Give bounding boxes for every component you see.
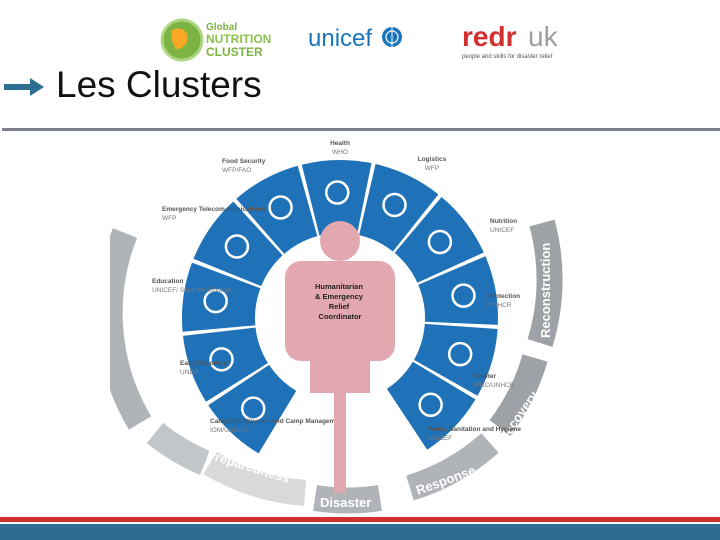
cluster-agency: IFRC/UNHCR bbox=[474, 382, 515, 389]
cluster-segment bbox=[386, 361, 476, 450]
tap-icon bbox=[418, 392, 443, 418]
baby-icon bbox=[427, 229, 453, 255]
cluster-agency: IOM/UNHCR bbox=[210, 427, 248, 434]
cluster-agency: UNHCR bbox=[488, 302, 512, 309]
svg-text:Humanitarian & Emergency: Humanitarian & Emergency Relief Coordina… bbox=[315, 282, 365, 321]
truck-plane-icon bbox=[382, 192, 407, 218]
gnc-line1: Global bbox=[206, 22, 237, 33]
cluster-agency: UNICEF bbox=[428, 435, 452, 442]
phase-reconstruction: Reconstruction bbox=[538, 243, 553, 338]
cluster-name: Food Security bbox=[222, 158, 266, 165]
redr-red-text: redr bbox=[462, 21, 517, 52]
tent-people-icon bbox=[240, 396, 266, 421]
global-nutrition-cluster-logo: Global NUTRITION CLUSTER bbox=[160, 18, 271, 62]
cluster-segment bbox=[418, 256, 498, 325]
center-line-2: & Emergency bbox=[315, 292, 364, 301]
hands-icon bbox=[451, 283, 476, 308]
cluster-name: Health bbox=[330, 140, 350, 147]
cluster-segment bbox=[359, 164, 439, 252]
coordinator-figure: Humanitarian & Emergency Relief Coordina… bbox=[285, 221, 395, 493]
cluster-name: Shelter bbox=[474, 373, 497, 380]
cluster-name: Protection bbox=[488, 293, 520, 300]
cluster-segment bbox=[193, 201, 283, 287]
unicef-text: unicef bbox=[308, 25, 372, 52]
cluster-name: Camp Coordination and Camp Management bbox=[210, 418, 346, 425]
cluster-diagram: Prevention Mitigation Preparedness Disas… bbox=[110, 140, 563, 514]
cluster-segment bbox=[182, 262, 261, 332]
phone-icon bbox=[224, 234, 250, 259]
phase-ring bbox=[110, 219, 563, 514]
cluster-agency: UNICEF bbox=[490, 227, 514, 234]
gnc-line2: NUTRITION bbox=[206, 32, 271, 46]
cluster-name: Logistics bbox=[418, 156, 447, 163]
redr-uk-logo: redr uk people and skills for disaster r… bbox=[462, 21, 559, 60]
footer-blue-bar bbox=[0, 524, 720, 540]
redr-tagline: people and skills for disaster relief bbox=[462, 54, 553, 60]
caduceus-icon bbox=[325, 180, 350, 205]
unicef-logo: unicef bbox=[308, 25, 402, 52]
cluster-segment bbox=[301, 160, 372, 236]
cluster-name: Emergency Telecom-munications bbox=[162, 206, 266, 213]
cluster-segment bbox=[183, 327, 268, 402]
hammer-icon bbox=[209, 347, 234, 372]
cluster-name: Education bbox=[152, 278, 183, 285]
phase-disaster: Disaster bbox=[320, 495, 371, 510]
cluster-segment bbox=[236, 165, 318, 254]
cluster-agency: WFP/FAO bbox=[222, 167, 251, 174]
cluster-segment bbox=[208, 364, 297, 454]
cluster-name: Nutrition bbox=[490, 218, 517, 225]
title-divider bbox=[2, 128, 720, 131]
gnc-line3: CLUSTER bbox=[206, 45, 263, 59]
center-line-4: Coordinator bbox=[319, 312, 362, 321]
center-line-1: Humanitarian bbox=[315, 282, 363, 291]
cluster-agency: UNDP bbox=[180, 369, 198, 376]
cluster-name: Early Recovery bbox=[180, 360, 227, 367]
center-line-3: Relief bbox=[329, 302, 350, 311]
cluster-name: Water, Sanitation and Hygiene bbox=[428, 426, 521, 433]
cluster-agency: UNICEF/ Save the Children bbox=[152, 287, 232, 294]
food-bowl-icon bbox=[268, 195, 293, 220]
house-icon bbox=[447, 341, 473, 367]
cluster-segment bbox=[413, 323, 498, 396]
cluster-wheel bbox=[182, 160, 498, 454]
cluster-agency: WFP bbox=[162, 215, 176, 222]
cluster-agency: WFP bbox=[425, 165, 439, 172]
book-icon bbox=[203, 288, 228, 314]
logo-bar: Global NUTRITION CLUSTER unicef redr uk … bbox=[160, 18, 559, 62]
footer-red-stripe bbox=[0, 517, 720, 522]
page-title: Les Clusters bbox=[56, 64, 262, 105]
cluster-segment bbox=[394, 196, 484, 283]
phase-prevention: Prevention bbox=[129, 263, 144, 330]
cluster-agency: WHO bbox=[332, 149, 348, 156]
title-arrow-icon bbox=[4, 78, 44, 96]
redr-uk-text: uk bbox=[528, 21, 559, 52]
